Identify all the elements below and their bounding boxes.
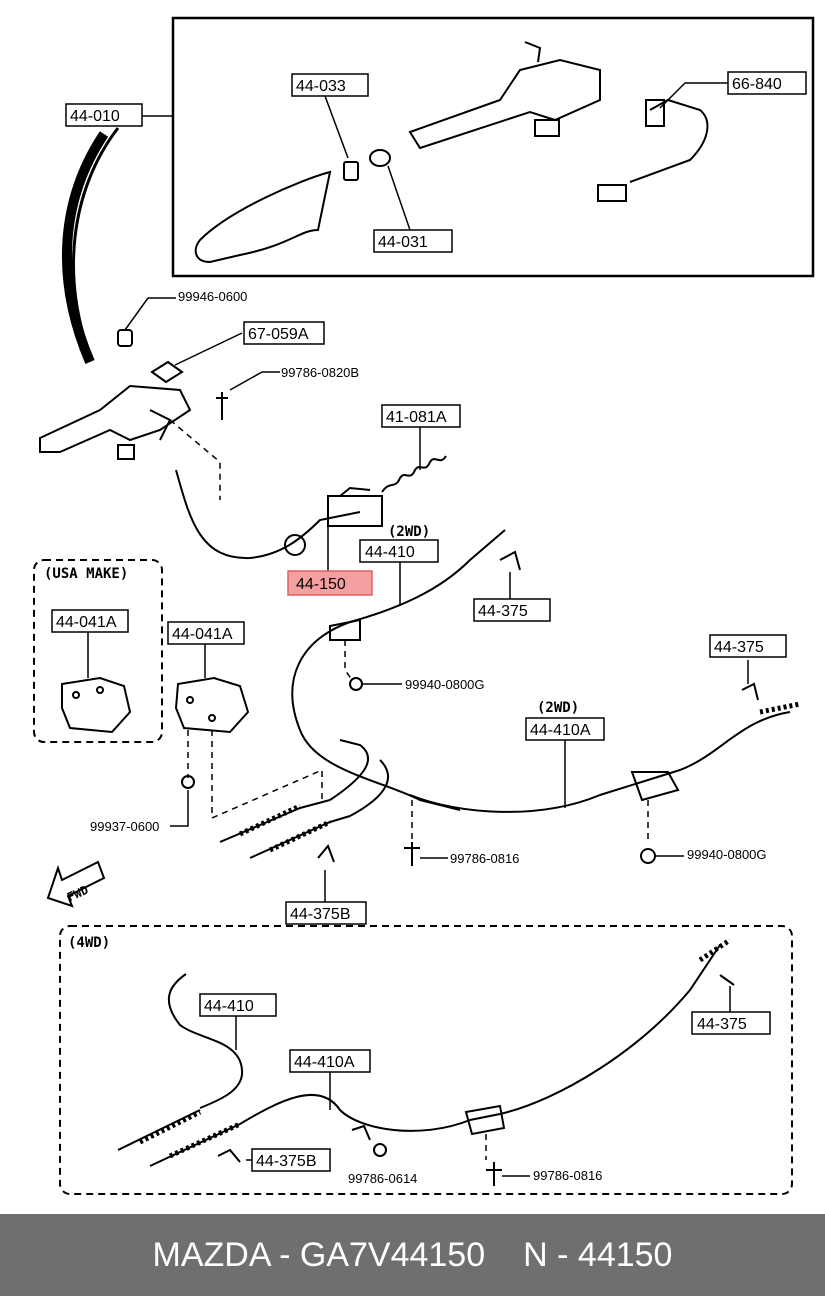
label-66-840: 66-840: [732, 76, 782, 93]
front-cable-44-150: [175, 469, 361, 560]
label-44-375-b: 44-375: [714, 639, 764, 656]
lever-inset-frame: [171, 16, 815, 278]
label-44-010: 44-010: [70, 108, 120, 125]
label-44-410a-bottom: 44-410A: [294, 1054, 355, 1071]
label-44-031: 44-031: [378, 234, 428, 251]
label-44-375-c: 44-375: [697, 1016, 747, 1033]
bracket-left-part: [61, 676, 132, 734]
label-67-059a: 67-059A: [248, 326, 309, 343]
rear-cable-44-410a: [409, 711, 791, 813]
label-44-041a-right: 44-041A: [172, 626, 233, 643]
return-spring: [381, 455, 447, 493]
4wd-box: [59, 925, 793, 1195]
bracket-right-part: [174, 676, 250, 734]
label-44-410-top: 44-410: [365, 544, 415, 561]
label-99786-0820b: 99786-0820B: [281, 365, 359, 380]
lever-grip-part: [194, 170, 332, 264]
switch-wire: [597, 98, 709, 202]
plate-part: [150, 360, 184, 384]
label-44-033: 44-033: [296, 78, 346, 95]
label-99786-0614: 99786-0614: [348, 1171, 417, 1186]
label-99946-0600: 99946-0600: [178, 289, 247, 304]
label-99940-0800g-b: 99940-0800G: [687, 847, 767, 862]
label-41-081a: 41-081A: [386, 409, 447, 426]
label-99786-0816-b: 99786-0816: [533, 1168, 602, 1183]
label-4wd: (4WD): [68, 935, 110, 951]
label-99937-0600: 99937-0600: [90, 819, 159, 834]
label-2wd-b: (2WD): [537, 700, 579, 716]
label-44-410a-top: 44-410A: [530, 722, 591, 739]
spring-part: [369, 149, 391, 167]
lever-assembly: [408, 41, 601, 150]
label-44-150: 44-150: [296, 576, 346, 593]
parking-brake-diagram: 44-010 44-033 44-031 66-840 67-059A 41-0…: [33, 16, 815, 1195]
label-usa-make: (USA MAKE): [44, 566, 128, 582]
usa-make-box: [33, 559, 163, 743]
label-99786-0816-a: 99786-0816: [450, 851, 519, 866]
footer-bar: MAZDA - GA7V44150 N - 44150: [0, 1214, 825, 1296]
label-44-375-a: 44-375: [478, 603, 528, 620]
fwd-arrow: [46, 860, 106, 908]
label-44-041a-left: 44-041A: [56, 614, 117, 631]
label-2wd-a: (2WD): [388, 524, 430, 540]
highlight-44-150: [287, 570, 373, 596]
footer-short-number: N - 44150: [523, 1235, 673, 1274]
collar-part: [343, 161, 359, 181]
label-99940-0800g-a: 99940-0800G: [405, 677, 485, 692]
nut-part: [117, 329, 133, 347]
equalizer-part: [327, 486, 383, 527]
main-lever-assembly: [39, 384, 192, 460]
footer-part-number: MAZDA - GA7V44150: [152, 1235, 486, 1274]
label-44-375b-top: 44-375B: [290, 906, 351, 923]
label-44-410-bottom: 44-410: [204, 998, 254, 1015]
label-44-375b-bottom: 44-375B: [256, 1153, 317, 1170]
